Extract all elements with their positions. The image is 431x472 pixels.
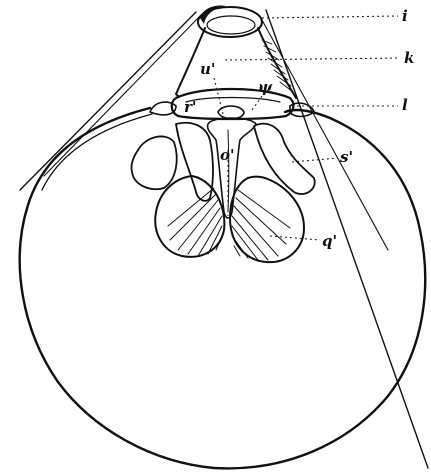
leader-s: [292, 158, 338, 162]
label-s: s': [340, 148, 353, 166]
stalk-neck: [176, 28, 296, 98]
leader-k: [225, 58, 400, 60]
label-psi: ψ: [258, 78, 273, 96]
scallop-left-ribs: [168, 188, 222, 256]
collar-inner: [186, 98, 280, 103]
appendage-right-inner: [254, 124, 315, 194]
apical-opening-inner: [207, 16, 255, 34]
label-i: i: [402, 7, 408, 25]
label-q: q': [322, 232, 337, 250]
appendage-left-inner: [176, 123, 213, 201]
cone-left-line: [20, 12, 196, 190]
cone-right-line: [266, 10, 428, 468]
label-r: r': [184, 98, 197, 116]
label-u: u': [200, 60, 216, 78]
label-k: k: [404, 49, 414, 67]
lobe-far-left: [131, 136, 176, 189]
leader-i: [262, 16, 398, 18]
label-o: o': [220, 146, 235, 164]
label-l: l: [402, 96, 408, 114]
